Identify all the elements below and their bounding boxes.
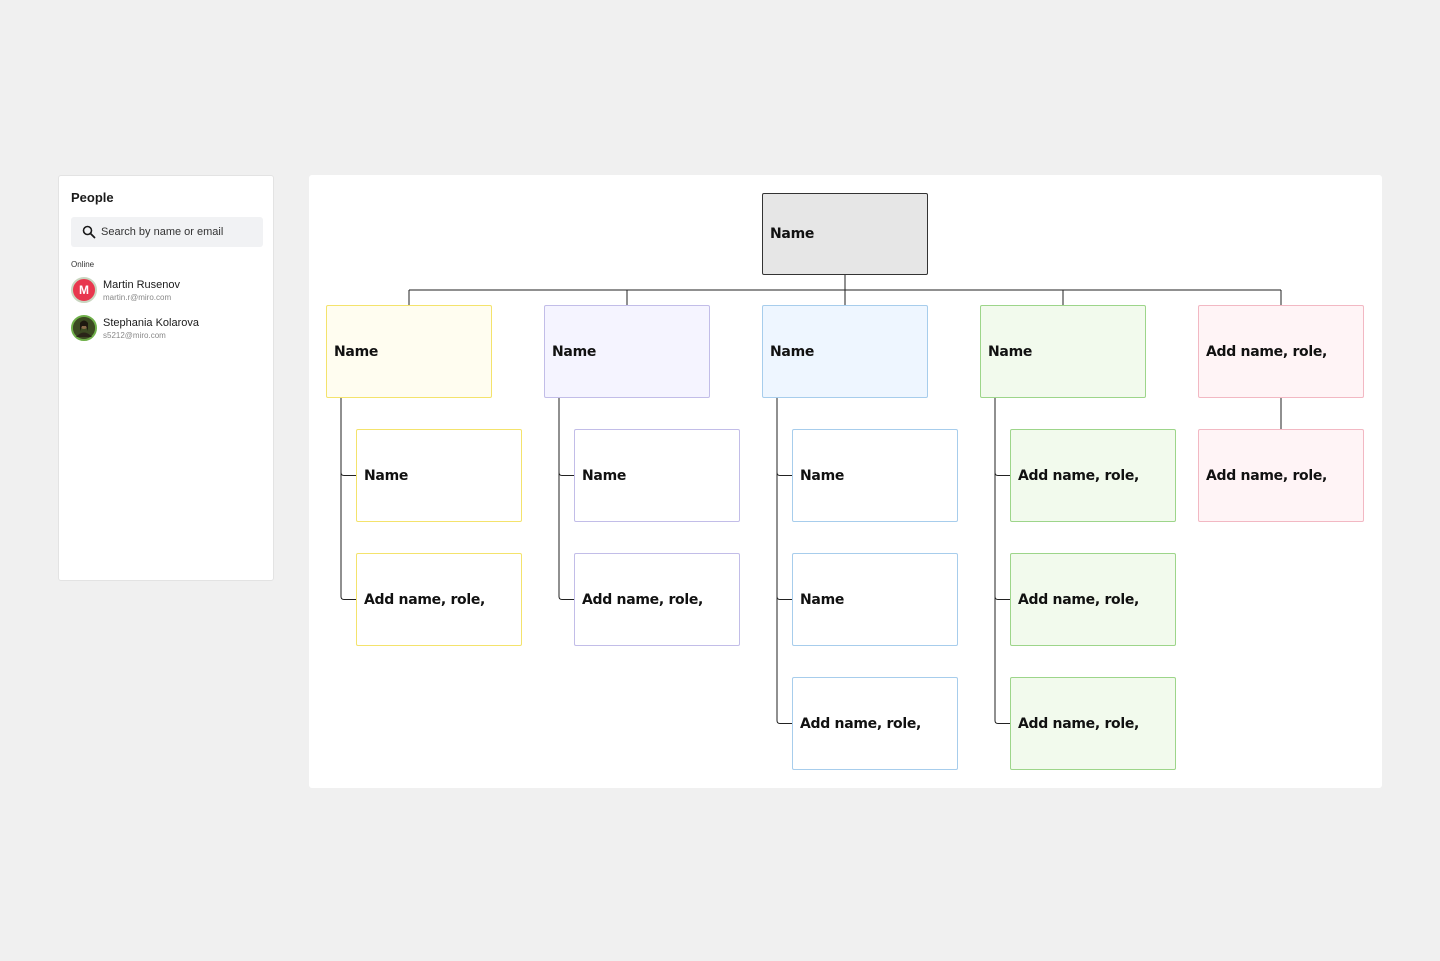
org-card-child[interactable]: Add name, role,: [1010, 677, 1176, 770]
org-card-child[interactable]: Add name, role,: [1010, 553, 1176, 646]
org-card-head-4[interactable]: Name: [980, 305, 1146, 398]
org-card-child[interactable]: Name: [574, 429, 740, 522]
org-card-child[interactable]: Add name, role,: [792, 677, 958, 770]
org-card-child[interactable]: Name: [792, 553, 958, 646]
card-label: Add name, role,: [1018, 467, 1140, 484]
child-connector: [776, 398, 792, 724]
org-card-child[interactable]: Add name, role,: [1010, 429, 1176, 522]
child-connector: [994, 398, 1010, 476]
child-connector: [994, 398, 1010, 600]
org-card-child[interactable]: Add name, role,: [356, 553, 522, 646]
card-label: Name: [770, 343, 815, 360]
org-card-head-2[interactable]: Name: [544, 305, 710, 398]
card-label: Add name, role,: [1018, 715, 1140, 732]
user-email: martin.r@miro.com: [103, 293, 172, 302]
avatar: M: [71, 277, 97, 303]
user-name: Stephania Kolarova: [103, 317, 200, 329]
child-connector: [776, 398, 792, 476]
child-connector: [558, 398, 574, 600]
card-label: Name: [364, 467, 409, 484]
card-label: Name: [988, 343, 1033, 360]
avatar-initial: M: [79, 283, 89, 297]
panel-title: People: [71, 190, 114, 205]
avatar-photo-icon: [73, 317, 95, 339]
org-card-child[interactable]: Name: [356, 429, 522, 522]
org-card-head-3[interactable]: Name: [762, 305, 928, 398]
search-box[interactable]: [71, 217, 263, 247]
card-label: Name: [800, 591, 845, 608]
card-label: Name: [582, 467, 627, 484]
search-input[interactable]: [101, 217, 259, 247]
card-label: Add name, role,: [1018, 591, 1140, 608]
online-section-label: Online: [71, 260, 95, 269]
child-connector: [558, 398, 574, 476]
card-label: Name: [770, 226, 815, 242]
card-label: Name: [552, 343, 597, 360]
card-label: Add name, role,: [1206, 467, 1328, 484]
child-connector: [776, 398, 792, 600]
org-card-child[interactable]: Add name, role,: [1198, 429, 1364, 522]
card-label: Add name, role,: [582, 591, 704, 608]
child-connector: [994, 398, 1010, 724]
org-card-head-5[interactable]: Add name, role,: [1198, 305, 1364, 398]
card-label: Name: [334, 343, 379, 360]
org-card-root[interactable]: Name: [762, 193, 928, 275]
org-card-child[interactable]: Name: [792, 429, 958, 522]
user-email: s5212@miro.com: [103, 331, 166, 340]
child-connector: [340, 398, 356, 476]
org-card-head-1[interactable]: Name: [326, 305, 492, 398]
search-icon: [82, 225, 96, 239]
card-label: Name: [800, 467, 845, 484]
card-label: Add name, role,: [364, 591, 486, 608]
user-stephania-kolarova[interactable]: Stephania Kolarova s5212@miro.com: [71, 315, 261, 343]
avatar: [71, 315, 97, 341]
connector-lines: [340, 275, 1282, 724]
people-panel: People Online M Martin Rusenov martin.r@…: [58, 175, 274, 581]
org-card-child[interactable]: Add name, role,: [574, 553, 740, 646]
child-connector: [340, 398, 356, 600]
user-martin-rusenov[interactable]: M Martin Rusenov martin.r@miro.com: [71, 277, 261, 305]
card-label: Add name, role,: [1206, 343, 1328, 360]
card-label: Add name, role,: [800, 715, 922, 732]
user-name: Martin Rusenov: [103, 279, 181, 291]
